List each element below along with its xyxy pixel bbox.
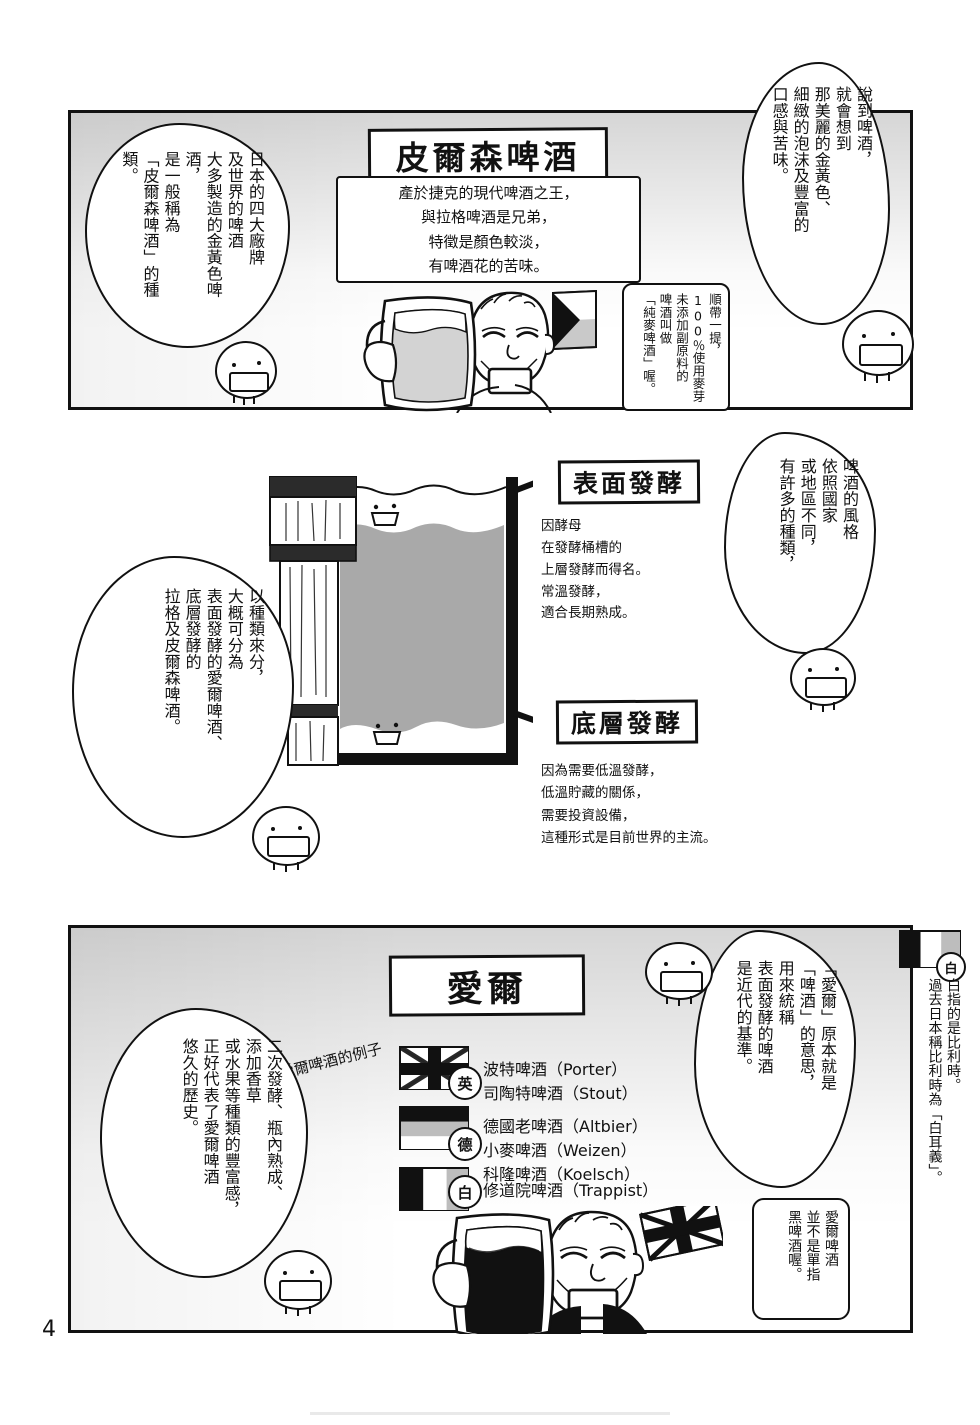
mascot-eye-right xyxy=(257,361,261,365)
mascot-mouth xyxy=(859,344,903,366)
mascot-leg xyxy=(810,702,812,710)
panel-2-right-balloon-text: 啤酒的風格 依照國家 或地區不同， 有許多的種類， xyxy=(776,458,859,573)
mascot-mouth xyxy=(805,677,847,698)
mascot-leg xyxy=(253,396,255,404)
beer-item: 德國老啤酒（Altbier） xyxy=(483,1117,648,1136)
panel-2-left-balloon: 以種類來分， 大概可分為 表面發酵的愛爾啤酒、 底層發酵的 拉格及皮爾森啤酒。 xyxy=(72,556,294,838)
mascot-leg xyxy=(833,702,835,710)
panel-2-mascot-left xyxy=(252,806,320,872)
badge-belgium-text: 白 xyxy=(457,1183,473,1202)
mascot-eye-right xyxy=(298,826,302,830)
panel-2-label-top-desc: 因酵母 在發酵桶槽的 上層發酵而得名。 常溫發酵， 適合長期熟成。 xyxy=(541,518,649,622)
panel-2-label-top: 表面發酵 xyxy=(557,459,701,505)
mascot-leg xyxy=(690,996,692,1004)
panel-1-caption-text: 產於捷克的現代啤酒之王， 與拉格啤酒是兄弟， 特徵是顏色較淡， 有啤酒花的苦味。 xyxy=(398,183,579,275)
mascot-eye-left xyxy=(271,827,275,831)
mascot-leg xyxy=(666,996,668,1004)
mascot-leg xyxy=(309,1306,311,1314)
mascot-eye-right xyxy=(691,961,695,965)
mascot-mouth xyxy=(279,1280,322,1301)
mascot-eye-left xyxy=(232,363,236,367)
badge-uk: 英 xyxy=(448,1066,482,1100)
panel-2-mascot-right xyxy=(790,648,856,712)
beer-item: 小麥啤酒（Weizen） xyxy=(483,1141,637,1160)
margin-note-text: 白指的是比利時。 過去日本稱比利時為「白耳義」。 xyxy=(926,978,961,1186)
mascot-leg xyxy=(888,372,890,381)
badge-germany: 德 xyxy=(448,1127,482,1161)
panel-1-note-text: 順帶一提， 100％使用麥芽 未添加副原料的 啤酒叫做 「純麥啤酒」喔。 xyxy=(641,293,722,403)
badge-uk-text: 英 xyxy=(457,1074,473,1093)
panel-2-label-top-text: 表面發酵 xyxy=(572,468,686,499)
panel-2-right-balloon: 啤酒的風格 依照國家 或地區不同， 有許多的種類， xyxy=(724,432,876,654)
mascot-eye-right xyxy=(835,667,839,671)
panel-2-left-balloon-text: 以種類來分， 大概可分為 表面發酵的愛爾啤酒、 底層發酵的 拉格及皮爾森啤酒。 xyxy=(161,588,265,752)
mascot-leg xyxy=(876,374,878,383)
badge-belgium: 白 xyxy=(448,1175,482,1209)
panel-3-illustration xyxy=(423,1197,726,1339)
panel-1-left-balloon: 日本的四大廠牌 及世界的啤酒 大多製造的金黃色啤酒， 是一般稱為 「皮爾森啤酒」… xyxy=(85,123,290,348)
panel-2-label-bottom-desc: 因為需要低溫發酵， 低溫貯藏的關係， 需要投資設備， 這種形式是目前世界的主流。 xyxy=(541,763,717,847)
panel-2-fermentation-vat xyxy=(268,473,544,773)
mascot-leg xyxy=(678,998,680,1006)
panel-2-label-bottom: 底層發酵 xyxy=(555,699,699,745)
panel-1-left-balloon-text: 日本的四大廠牌 及世界的啤酒 大多製造的金黃色啤酒， 是一般稱為 「皮爾森啤酒」… xyxy=(119,151,265,298)
mascot-eye-left xyxy=(283,1271,287,1275)
mascot-body xyxy=(842,310,914,376)
mascot-leg xyxy=(297,1308,299,1316)
mascot-eye-right xyxy=(891,332,895,336)
mascot-eye-left xyxy=(808,668,812,672)
beer-item: 波特啤酒（Porter） xyxy=(483,1060,628,1079)
mascot-leg xyxy=(243,397,245,405)
panel-1-illustration xyxy=(361,283,631,414)
panel-3-right-balloon-text: 「愛爾」原本就是 「啤酒」的意思， 用來統稱 表面發酵的啤酒 是近代的基準。 xyxy=(733,960,837,1091)
margin-note-badge-belgium: 白 xyxy=(936,952,966,982)
panel-3-mascot-left xyxy=(264,1250,332,1316)
margin-note-badge-text: 白 xyxy=(944,961,958,977)
panel-3-left-balloon: 二次發酵、瓶內熟成、 添加香草 或水果等種類的豐富感， 正好代表了愛爾啤酒 悠久… xyxy=(100,1008,308,1278)
beer-item: 科隆啤酒（Koelsch） xyxy=(483,1165,641,1184)
panel-3-bottom-balloon: 愛爾啤酒 並不是單指 黑啤酒喔。 xyxy=(752,1198,850,1320)
panel-3-left-balloon-text: 二次發酵、瓶內熟成、 添加香草 或水果等種類的豐富感， 正好代表了愛爾啤酒 悠久… xyxy=(179,1038,283,1218)
panel-3-title-plate: 愛爾 xyxy=(388,954,586,1017)
scan-footer-line xyxy=(310,1412,670,1415)
mascot-leg xyxy=(822,704,824,712)
mascot-mouth xyxy=(229,372,269,392)
mascot-leg xyxy=(273,862,275,870)
panel-3-title-text: 愛爾 xyxy=(446,968,528,1010)
mascot-mouth xyxy=(660,971,703,992)
mascot-leg xyxy=(233,395,235,403)
panel-1-right-balloon: 說到啤酒， 就會想到 那美麗的金黃色、 細緻的泡沫及豐富的 口感與苦味。 xyxy=(742,62,890,325)
mascot-mouth xyxy=(267,836,310,857)
panel-1-title-text: 皮爾森啤酒 xyxy=(395,136,581,178)
mascot-leg xyxy=(285,864,287,872)
panel-1-note-balloon: 順帶一提， 100％使用麥芽 未添加副原料的 啤酒叫做 「純麥啤酒」喔。 xyxy=(622,283,730,411)
panel-3-mascot-right xyxy=(645,942,713,1006)
panel-1-mascot-left xyxy=(215,341,277,405)
panel-1-right-balloon-text: 說到啤酒， 就會想到 那美麗的金黃色、 細緻的泡沫及豐富的 口感與苦味。 xyxy=(769,86,873,233)
mascot-leg xyxy=(297,862,299,870)
mascot-eye-left xyxy=(862,334,866,338)
badge-germany-text: 德 xyxy=(457,1135,473,1154)
panel-1-mascot-right xyxy=(842,310,914,383)
panel-3-right-balloon: 「愛爾」原本就是 「啤酒」的意思， 用來統稱 表面發酵的啤酒 是近代的基準。 xyxy=(694,930,856,1188)
beer-item: 司陶特啤酒（Stout） xyxy=(483,1084,638,1103)
mascot-leg xyxy=(285,1306,287,1314)
beer-item: 修道院啤酒（Trappist） xyxy=(483,1181,659,1200)
mascot-leg xyxy=(864,372,866,381)
page-number: 4 xyxy=(42,1317,56,1342)
panel-3-bottom-balloon-text: 愛爾啤酒 並不是單指 黑啤酒喔。 xyxy=(786,1210,839,1282)
mascot-eye-left xyxy=(664,962,668,966)
panel-2-label-bottom-text: 底層發酵 xyxy=(570,708,684,739)
panel-1-caption-box: 產於捷克的現代啤酒之王， 與拉格啤酒是兄弟， 特徵是顏色較淡， 有啤酒花的苦味。 xyxy=(336,176,641,283)
mascot-eye-right xyxy=(310,1270,314,1274)
panel-1-title-plate: 皮爾森啤酒 xyxy=(367,127,609,182)
